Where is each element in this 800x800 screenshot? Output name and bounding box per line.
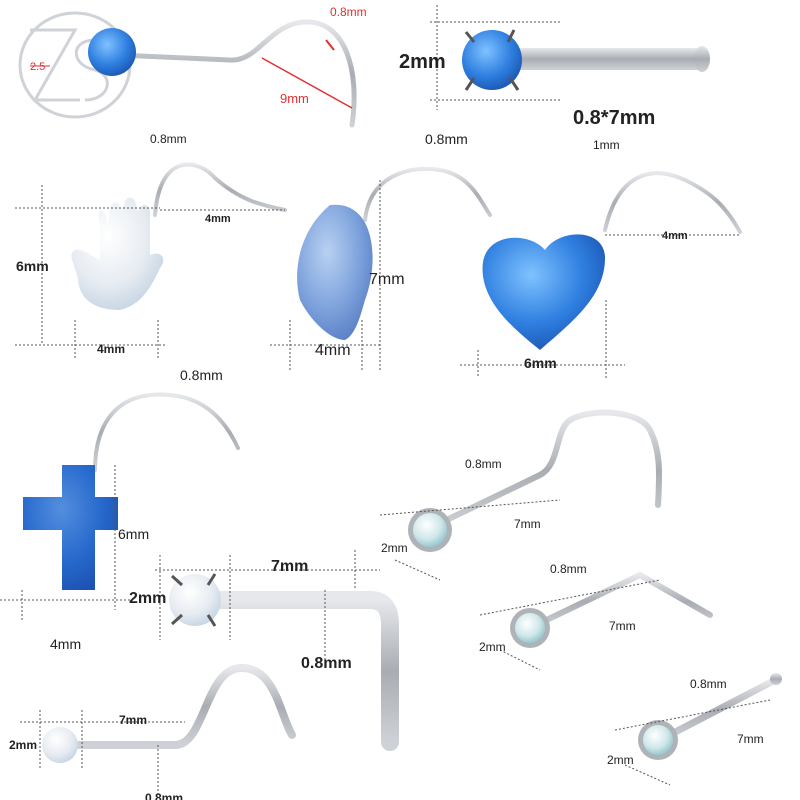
l-shape-bezel-stud [479,572,713,671]
label-screw-prong-length: 7mm [119,713,148,727]
hamsa-stud [15,162,287,360]
label-cross-height: 6mm [118,526,150,542]
screw-prong-stud-bottom [20,664,296,795]
label-top-left-stone: 2.5 [30,61,46,73]
moon-stud [270,166,492,370]
label-top-left-wire: 0.8mm [330,5,367,19]
l-shape-prong-stud [155,550,399,751]
label-screw-bezel-stone: 2mm [381,541,408,555]
label-moon-width: 4mm [315,342,351,359]
label-straight-bezel-wire: 0.8mm [690,677,727,691]
label-hamsa-length: 4mm [205,213,231,225]
label-cross-width: 4mm [50,636,82,652]
label-l-bezel-length: 7mm [609,619,636,633]
label-screw-prong-wire: 0.8mm [145,791,184,800]
label-heart-wire: 1mm [593,138,620,152]
label-moon-wire: 0.8mm [425,131,468,147]
label-top-right-length: 0.8*7mm [573,107,656,129]
label-screw-bezel-wire: 0.8mm [465,457,502,471]
top-left-screw [30,19,357,128]
cross-stud [0,392,240,620]
label-top-left-length: 9mm [280,91,309,106]
label-l-prong-length: 7mm [271,558,309,575]
heart-stud [460,171,742,378]
label-hamsa-wire: 0.8mm [150,132,187,146]
label-heart-length: 4mm [662,230,688,242]
label-hamsa-width: 4mm [97,342,126,356]
label-l-bezel-wire: 0.8mm [550,562,587,576]
label-l-bezel-stone: 2mm [479,640,506,654]
label-screw-bezel-length: 7mm [514,517,541,531]
straight-bezel-stud [614,673,782,786]
label-hamsa-height: 6mm [16,258,49,274]
label-cross-wire: 0.8mm [180,367,223,383]
label-straight-bezel-length: 7mm [737,732,764,746]
label-l-prong-stone: 2mm [129,590,167,607]
label-heart-width: 6mm [524,355,557,371]
label-straight-bezel-stone: 2mm [607,753,634,767]
label-moon-height: 7mm [369,271,405,288]
screw-bezel-stud [379,409,663,581]
label-screw-prong-stone: 2mm [9,738,38,752]
label-top-right-stone: 2mm [399,51,446,73]
label-l-prong-wire: 0.8mm [301,655,352,672]
top-right-straight-stud [430,5,710,110]
